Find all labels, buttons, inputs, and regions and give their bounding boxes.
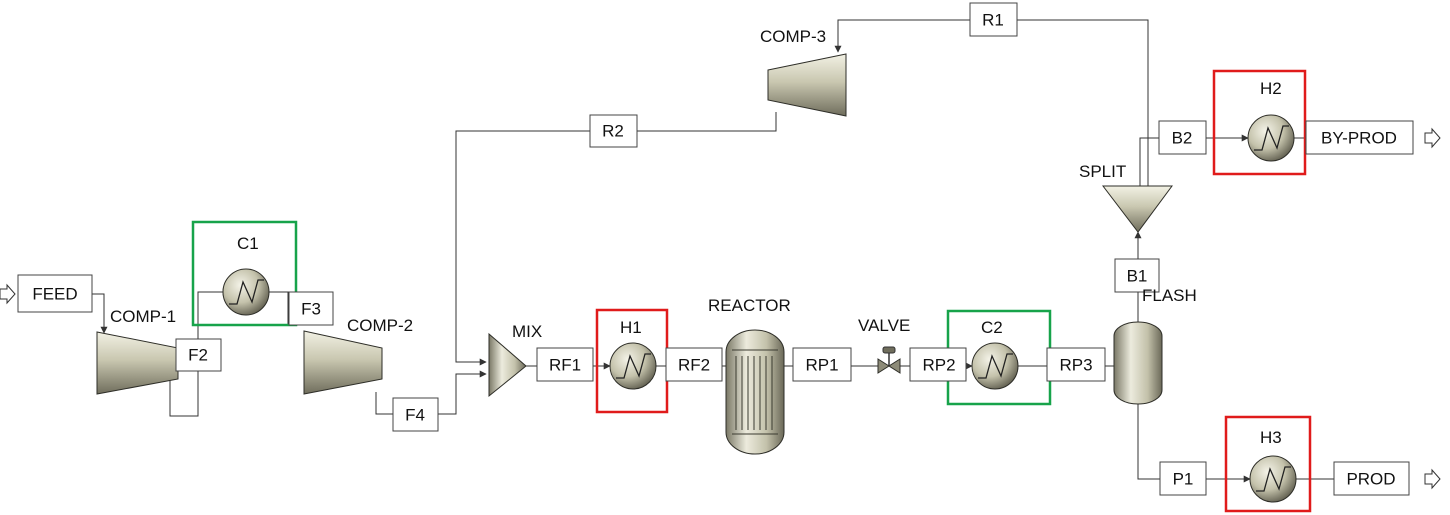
stream-r2-label: R2 [602,122,624,141]
heat-exchanger-h3[interactable] [1249,455,1297,503]
stream-rp3-label: RP3 [1059,356,1092,375]
stream-b2-label: B2 [1172,129,1193,148]
heat-exchanger-c2[interactable] [971,342,1019,390]
stream-prod[interactable]: PROD [1333,461,1410,496]
stream-b1[interactable]: B1 [1114,258,1160,293]
stream-f4[interactable]: F4 [392,397,439,432]
stream-rf1-label: RF1 [549,356,581,375]
heat-exchanger-h1[interactable] [609,342,657,390]
heat-exchanger-h2[interactable] [1247,114,1295,162]
stream-rp1[interactable]: RP1 [792,347,852,382]
stream-byprod[interactable]: BY-PROD [1305,120,1414,155]
unit-label-c2: C2 [981,318,1003,337]
compressor-comp-2[interactable] [303,330,383,395]
stream-byprod-label: BY-PROD [1321,129,1397,148]
unit-label-h2: H2 [1260,79,1282,98]
byprod-outlet-arrow-icon [1424,127,1441,149]
stream-b1-label: B1 [1127,267,1148,286]
heat-exchanger-c1[interactable] [222,268,270,316]
stream-r1[interactable]: R1 [969,2,1018,37]
stream-rf2[interactable]: RF2 [665,347,723,382]
unit-label-valve: VALVE [858,316,910,335]
prod-outlet-arrow-icon [1424,468,1441,490]
feed-inlet-arrow-icon [0,283,16,305]
stream-rf1[interactable]: RF1 [536,347,594,382]
stream-b2[interactable]: B2 [1158,120,1207,155]
stream-rp2-label: RP2 [922,356,955,375]
stream-f3-label: F3 [301,300,321,319]
stream-rf2-label: RF2 [678,356,710,375]
unit-label-comp-1: COMP-1 [110,307,176,326]
stream-lines [92,19,1334,483]
unit-label-h3: H3 [1260,428,1282,447]
highlight-h2 [1212,69,1307,176]
unit-label-comp-3: COMP-3 [760,27,826,46]
compressor-comp-3[interactable] [767,53,847,117]
splitter-split[interactable] [1101,185,1173,233]
stream-prod-label: PROD [1346,470,1395,489]
stream-r2[interactable]: R2 [589,114,638,148]
unit-label-mix: MIX [512,322,542,341]
flash-drum[interactable] [1113,321,1163,405]
stream-f4-label: F4 [405,406,425,425]
unit-label-split: SPLIT [1079,162,1126,181]
unit-label-c1: C1 [237,234,259,253]
stream-f2-label: F2 [188,346,208,365]
unit-label-h1: H1 [620,318,642,337]
unit-label-flash: FLASH [1142,286,1197,305]
stream-rp3[interactable]: RP3 [1046,347,1106,382]
valve[interactable] [877,346,901,374]
stream-rp1-label: RP1 [805,356,838,375]
highlight-c1 [191,220,298,327]
stream-feed-label: FEED [32,285,77,304]
stream-p1-label: P1 [1173,470,1194,489]
stream-r1-label: R1 [982,11,1004,30]
compressor-comp-1[interactable] [96,331,179,395]
stream-f2[interactable]: F2 [175,338,222,372]
stream-feed[interactable]: FEED [17,274,93,313]
mixer-mix[interactable] [488,332,527,398]
stream-rp2[interactable]: RP2 [909,347,967,382]
stream-f3[interactable]: F3 [288,291,334,326]
unit-label-comp-2: COMP-2 [347,316,413,335]
reactor-vessel[interactable] [725,329,785,455]
stream-p1[interactable]: P1 [1159,461,1207,496]
highlight-h3 [1224,415,1312,513]
unit-label-reactor: REACTOR [708,296,791,315]
